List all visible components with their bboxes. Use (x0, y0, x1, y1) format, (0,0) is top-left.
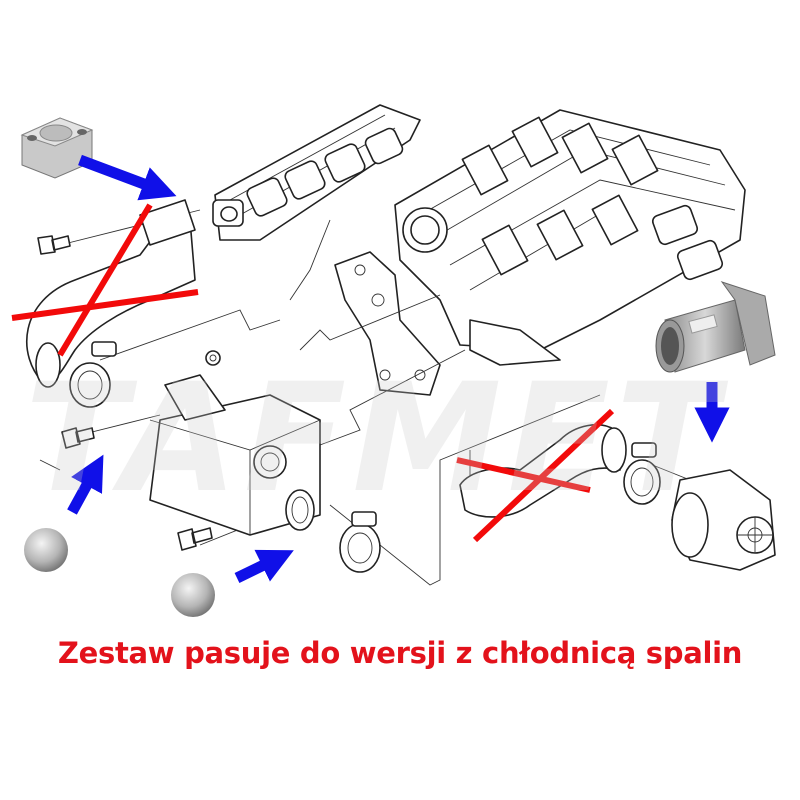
bolts (37, 235, 221, 551)
hose-clamps (69, 341, 661, 573)
cylinder-head (394, 109, 746, 366)
removed-egr-pipe-right (456, 408, 627, 543)
egr-adapter-pipe-icon (655, 281, 776, 373)
blue-arrow-icon (234, 549, 294, 583)
fitment-caption: Zestaw pasuje do wersji z chłodnicą spal… (57, 636, 743, 670)
red-cross-icon (57, 203, 153, 357)
blanking-cap-icon (24, 528, 68, 572)
blanking-cap-icon (171, 573, 215, 617)
blue-arrows (67, 154, 730, 583)
egr-valve (671, 469, 776, 571)
egr-blanking-plate-icon (20, 117, 94, 179)
mounting-bracket (334, 251, 441, 396)
egr-cooler (149, 374, 321, 536)
removed-egr-pipe-left (11, 199, 199, 388)
blue-arrow-icon (78, 154, 177, 201)
exhaust-manifold (212, 104, 421, 241)
blue-arrow-icon (67, 454, 104, 515)
